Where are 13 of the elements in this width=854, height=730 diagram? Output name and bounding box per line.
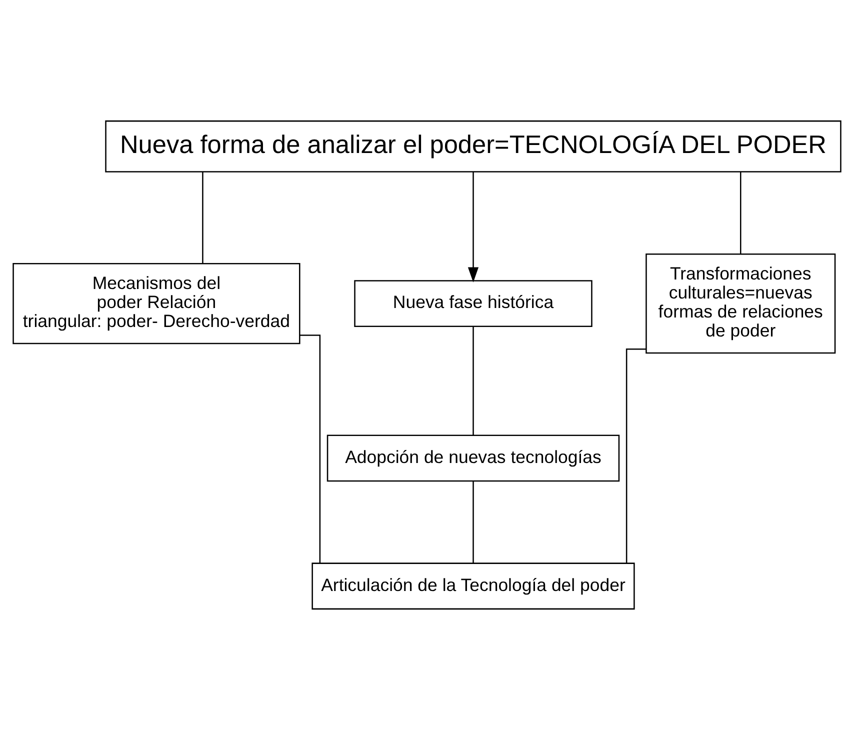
node-box: Nueva fase histórica (354, 280, 592, 327)
connector (300, 334, 321, 563)
node-box: Articulación de la Tecnología del poder (312, 562, 635, 610)
connector (472, 481, 474, 563)
connector (626, 348, 646, 563)
node-box: Nueva forma de analizar el poder=TECNOLOGÍA DEL PODER (105, 120, 842, 172)
arrow (468, 172, 479, 282)
connector (472, 326, 474, 436)
node-box: Mecanismos del poder Relación triangular: poder- Derecho-verdad (12, 263, 300, 344)
connector (202, 172, 204, 264)
connector (740, 172, 742, 254)
node-box: Transformaciones culturales=nuevas formas de relaciones de poder (646, 253, 836, 354)
node-box: Adopción de nuevas tecnologías (326, 434, 620, 482)
